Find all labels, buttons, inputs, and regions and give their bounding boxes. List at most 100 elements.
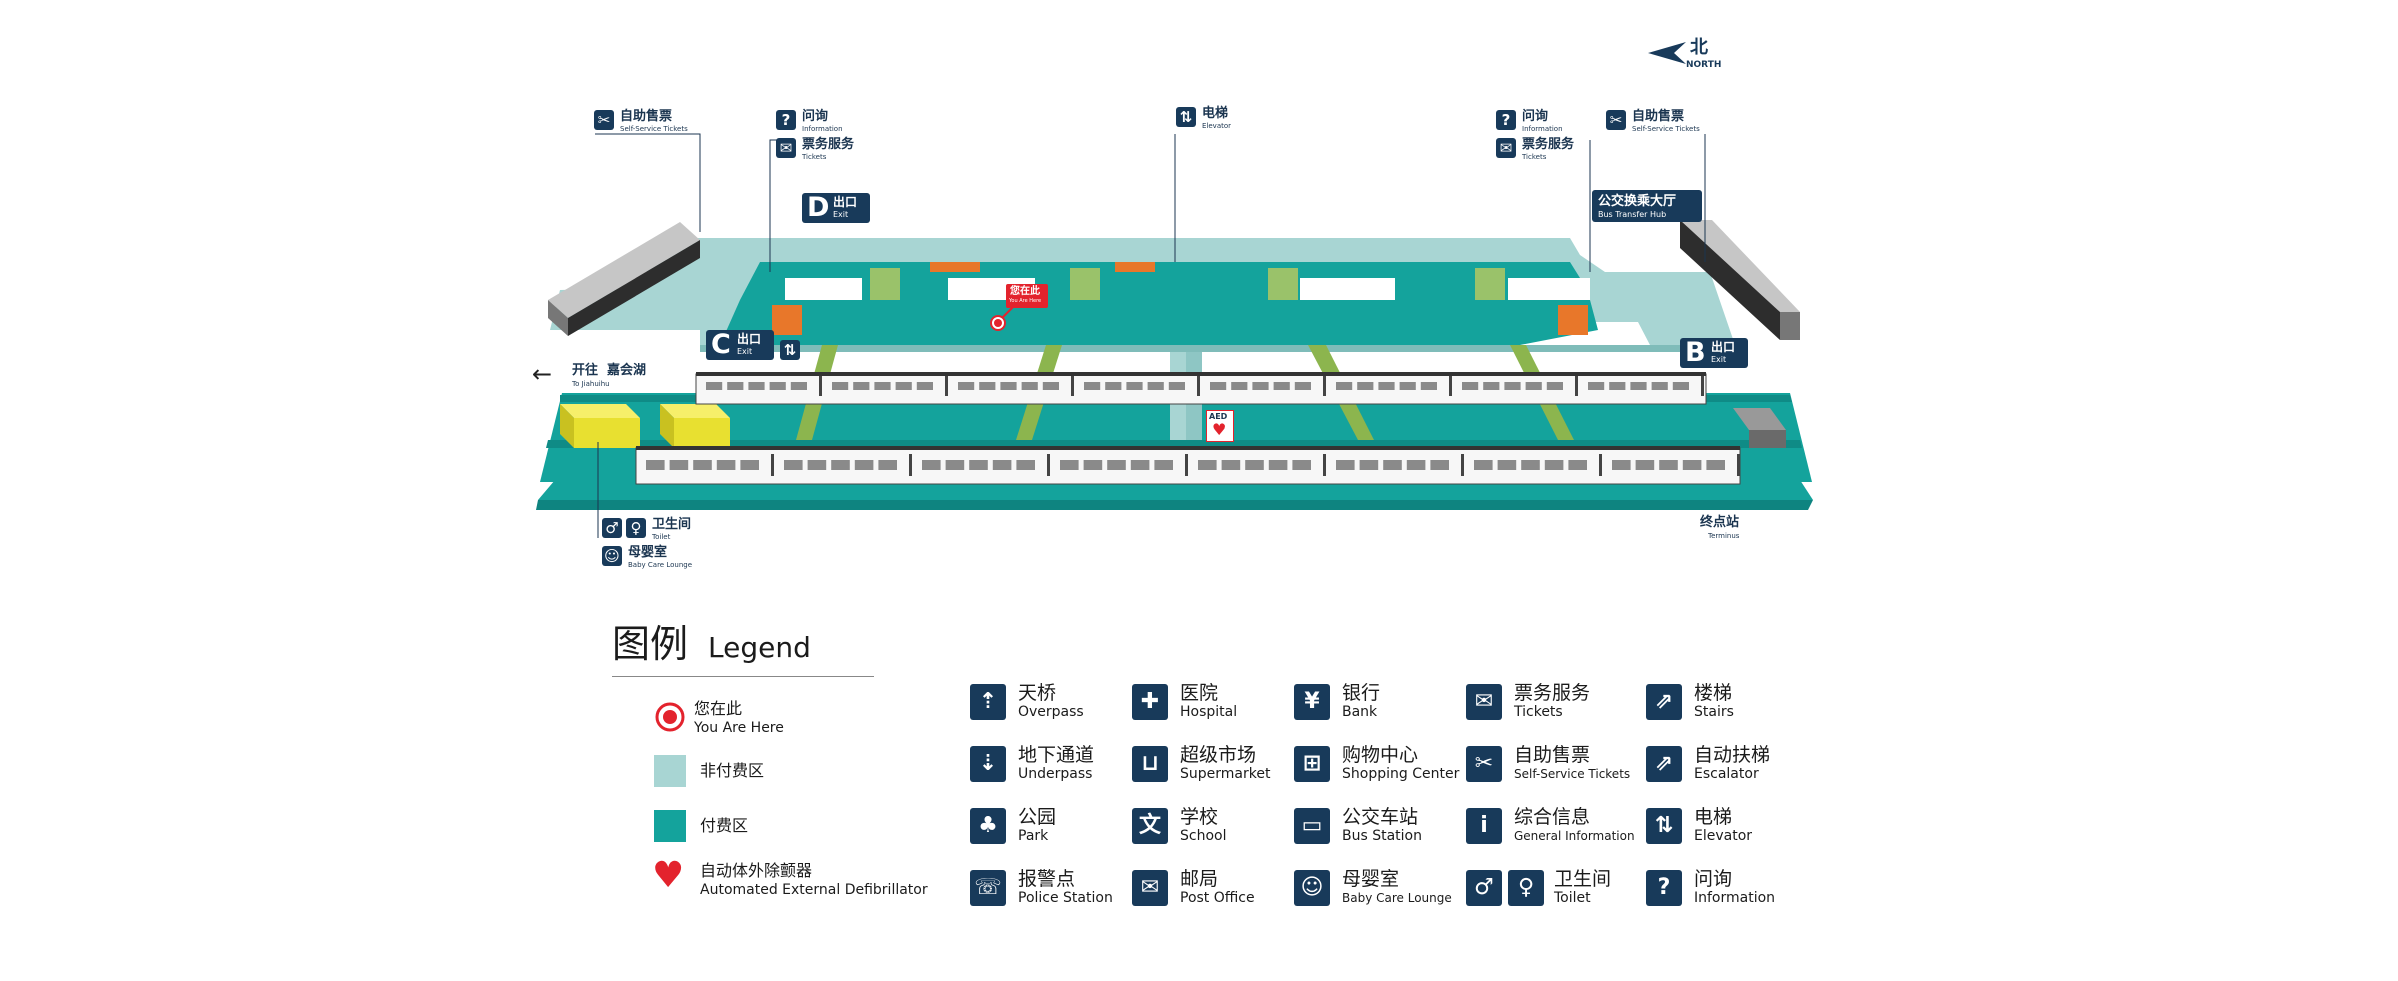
train-window	[1682, 460, 1702, 470]
train-window	[1497, 460, 1517, 470]
legend-title-zh: 图例	[612, 622, 689, 666]
train-window	[922, 460, 941, 470]
callout-en: Baby Care Lounge	[628, 561, 693, 569]
train-window	[693, 460, 712, 470]
baby-care-icon: ☺	[1294, 870, 1330, 906]
train-window	[1252, 382, 1269, 390]
bank-icon: ¥	[1294, 684, 1330, 720]
train-car-joint	[1047, 454, 1050, 476]
elevator-icon: ⇅	[1646, 808, 1682, 844]
callout-zh: 自助售票	[1632, 109, 1685, 124]
train-car-joint	[1323, 376, 1326, 396]
train-window	[807, 460, 827, 470]
train-car-joint	[1599, 454, 1602, 476]
train-car-joint	[1575, 376, 1578, 396]
baby-care-icon: ☺	[602, 546, 622, 566]
train-car-joint	[1701, 376, 1704, 396]
you-are-here-zh: 您在此	[1010, 286, 1040, 297]
legend-item-en: Automated External Defibrillator	[700, 882, 928, 898]
train-window	[1060, 460, 1079, 470]
train-car-joint	[1071, 376, 1074, 396]
train-window	[878, 460, 897, 470]
legend-item-zh: 超级市场	[1180, 744, 1257, 766]
train-window	[832, 382, 849, 390]
you-are-here-icon	[655, 702, 685, 732]
aed-heart-icon: ♥	[1212, 420, 1227, 439]
callout-zh: 问询	[802, 109, 829, 124]
train-window	[706, 382, 723, 390]
train-window	[769, 382, 786, 390]
bus-hub-en: Bus Transfer Hub	[1598, 210, 1667, 219]
underpass-icon: ⇣	[970, 746, 1006, 782]
legend-item-zh: 楼梯	[1694, 682, 1733, 704]
train-window	[1378, 382, 1395, 390]
legend-item-zh: 卫生间	[1554, 868, 1612, 890]
train-window	[1635, 460, 1655, 470]
train-window	[1474, 460, 1493, 470]
toilet-woman-icon: ♀	[626, 518, 646, 538]
exit-en: Exit	[1711, 355, 1727, 364]
train-window	[1221, 460, 1241, 470]
legend-item-en: Post Office	[1180, 890, 1255, 906]
compass-en: NORTH	[1686, 60, 1722, 70]
legend-item-zh: 自助售票	[1514, 744, 1591, 766]
train-window	[1706, 460, 1725, 470]
exit-letter: D	[807, 192, 830, 223]
train-window	[1021, 382, 1038, 390]
toilet-block	[560, 404, 640, 448]
exit-zh: 出口	[833, 195, 858, 209]
train-window	[853, 382, 870, 390]
compass-zh: 北	[1690, 37, 1708, 58]
legend-item-zh: 母婴室	[1342, 868, 1400, 890]
train-window	[1359, 460, 1379, 470]
train-window	[1568, 460, 1587, 470]
legend-item-en: You Are Here	[694, 720, 784, 736]
train-car-joint	[945, 376, 948, 396]
train-window	[854, 460, 874, 470]
train-window	[1609, 382, 1626, 390]
train-window	[1126, 382, 1143, 390]
escalators	[772, 262, 1588, 335]
train-window	[1245, 460, 1264, 470]
train-car-joint	[771, 454, 774, 476]
legend-item-zh: 医院	[1180, 682, 1219, 704]
train-window	[1130, 460, 1150, 470]
shopping-center-icon: ⊞	[1294, 746, 1330, 782]
fare-gates	[870, 268, 1505, 300]
exit-c-badge: C 出口 Exit	[706, 330, 774, 360]
train-window	[1651, 382, 1668, 390]
self-service-tickets-icon: ✂	[1466, 746, 1502, 782]
legend-item-en: Overpass	[1018, 704, 1084, 720]
hospital-icon: ✚	[1132, 684, 1168, 720]
legend-item-zh: 地下通道	[1018, 744, 1095, 766]
callout-en: Tickets	[1522, 153, 1547, 161]
overpass-icon: ⇡	[970, 684, 1006, 720]
general-information-icon: i	[1466, 808, 1502, 844]
train-car-joint	[909, 454, 912, 476]
callout-zh: 票务服务	[1522, 137, 1575, 152]
train-window	[1042, 382, 1059, 390]
train-window	[969, 460, 988, 470]
terminus-en: Terminus	[1708, 532, 1740, 540]
train-window	[1544, 460, 1564, 470]
legend-item-zh: 银行	[1342, 682, 1381, 704]
train-window	[1294, 382, 1311, 390]
legend-item-en: Stairs	[1694, 704, 1734, 720]
train-window	[1630, 382, 1647, 390]
direction-en: To Jiahuihu	[572, 380, 610, 388]
self-service-tickets-icon: ✂	[594, 110, 614, 130]
legend-item-en: School	[1180, 828, 1227, 844]
train-window	[945, 460, 965, 470]
escalator-icon: ⇗	[1646, 746, 1682, 782]
train-window	[1147, 382, 1164, 390]
exit-zh: 出口	[1711, 340, 1736, 354]
train-window	[646, 460, 665, 470]
train-window	[1168, 382, 1185, 390]
baby-care-block	[660, 404, 730, 448]
callout-zh: 电梯	[1202, 106, 1229, 121]
park-icon: ♣	[970, 808, 1006, 844]
train-window	[992, 460, 1012, 470]
callout-zh: 卫生间	[652, 517, 692, 532]
callout-en: Information	[1522, 125, 1563, 133]
tickets-icon: ✉	[1496, 138, 1516, 158]
